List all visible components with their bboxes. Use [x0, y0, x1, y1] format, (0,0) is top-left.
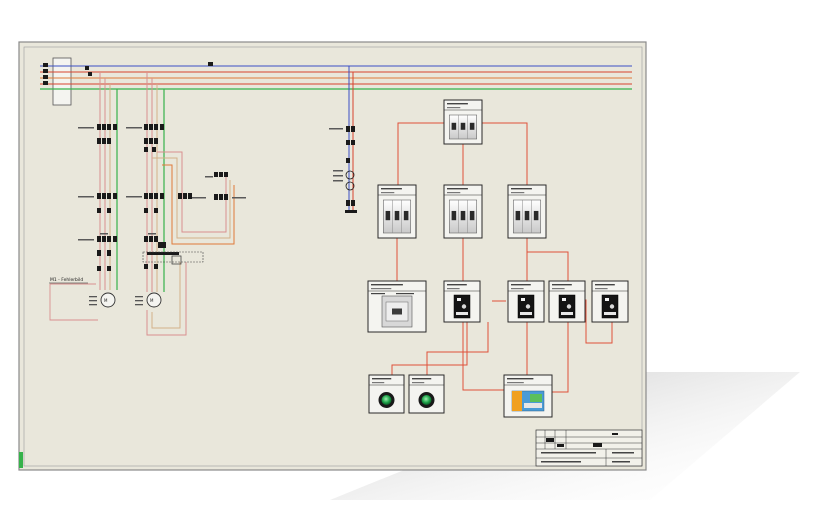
module-subheader-mark: [372, 382, 385, 384]
contactor-icon: [381, 295, 413, 328]
module-header-mark: [412, 378, 432, 380]
terminal-block-icon: [511, 390, 545, 412]
module-header-mark: [595, 284, 615, 286]
fault-loop: [49, 284, 98, 321]
module-subheader-mark: [447, 107, 461, 109]
module-subheader-mark: [381, 192, 395, 194]
control-branch: [329, 66, 357, 213]
green-pushbutton-icon: [378, 392, 395, 408]
module-box-relay-3[interactable]: [548, 280, 586, 323]
svg-text:M: M: [104, 298, 108, 303]
designation-marks: [78, 127, 246, 241]
module-subheader-mark: [511, 288, 524, 290]
module-subheader-mark: [507, 382, 524, 384]
motor-branch-2: [146, 72, 235, 336]
module-header-mark: [447, 103, 468, 105]
motor-m2: M: [135, 292, 162, 308]
fault-label: M1 - Fehlerbild: [50, 277, 83, 283]
green-pushbutton-icon: [418, 392, 435, 408]
module-subheader-mark: [447, 192, 461, 194]
module-header-mark: [552, 284, 572, 286]
module-header-mark: [447, 284, 467, 286]
module-subheader-mark: [511, 192, 525, 194]
module-header-mark: [381, 188, 402, 190]
circuit-breaker-icon: [449, 114, 477, 140]
module-box-relay-2[interactable]: [507, 280, 545, 323]
motor-m1: M: [89, 292, 116, 308]
overload-relay: [142, 251, 204, 263]
module-subheader-mark: [552, 288, 565, 290]
module-box-breaker-1[interactable]: [377, 184, 417, 239]
module-box-terminal-block[interactable]: [503, 374, 553, 418]
circuit-breaker-icon: [449, 199, 477, 234]
module-subheader-mark: [412, 382, 425, 384]
svg-text:M: M: [150, 298, 154, 303]
module-box-button-1[interactable]: [368, 374, 405, 414]
bus-marker: [208, 62, 213, 66]
module-header-mark: [507, 378, 534, 380]
sheet-edge-marker: [19, 452, 23, 468]
contact-symbols: [97, 124, 228, 271]
module-box-relay-4[interactable]: [591, 280, 629, 323]
module-box-breaker-2[interactable]: [443, 184, 483, 239]
overload-indicator: [171, 255, 182, 265]
module-header-mark: [511, 284, 531, 286]
module-header-mark: [372, 378, 392, 380]
module-links: [391, 122, 613, 393]
module-subheader-mark: [447, 288, 460, 290]
supply-markers: [43, 63, 92, 85]
module-box-top-breaker[interactable]: [443, 99, 483, 145]
module-header-mark: [447, 188, 468, 190]
module-boxes: [367, 99, 629, 418]
relay-icon: [558, 294, 576, 319]
title-block: [535, 429, 643, 467]
main-switch: [52, 57, 72, 106]
module-box-relay-1[interactable]: [443, 280, 481, 323]
circuit-breaker-icon: [383, 199, 411, 234]
power-schematic: M1 - Fehlerbild M M: [40, 57, 632, 336]
module-box-breaker-3[interactable]: [507, 184, 547, 239]
relay-icon: [453, 294, 471, 319]
module-header-mark: [371, 284, 403, 286]
drawing-frame: [23, 46, 643, 467]
module-box-button-2[interactable]: [408, 374, 445, 414]
relay-icon: [601, 294, 619, 319]
circuit-breaker-icon: [513, 199, 541, 234]
module-header-mark: [511, 188, 532, 190]
module-subheader-mark: [371, 288, 392, 290]
module-subheader-mark: [595, 288, 608, 290]
relay-icon: [517, 294, 535, 319]
module-box-contactor-1[interactable]: [367, 280, 427, 333]
